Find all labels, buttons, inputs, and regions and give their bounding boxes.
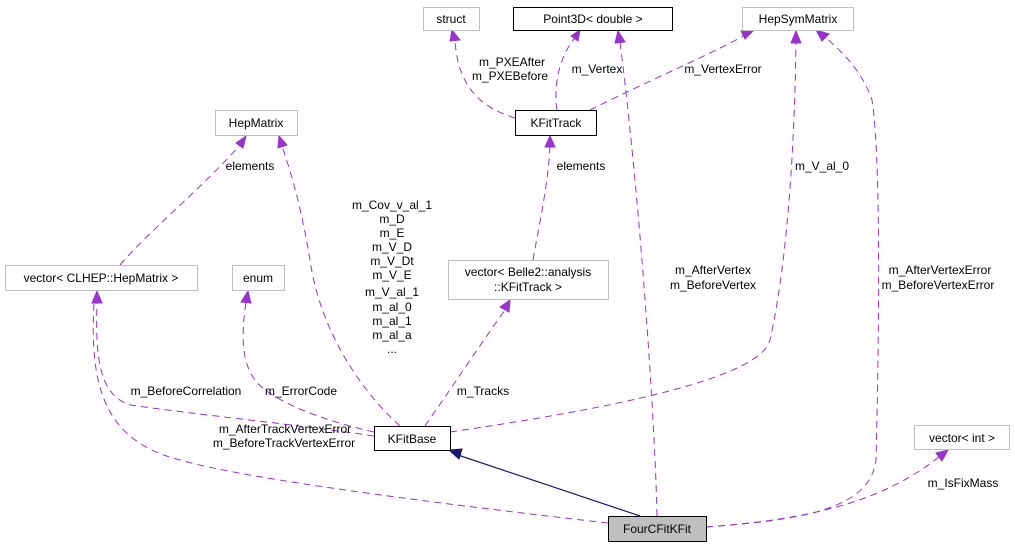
svg-text:m_al_1: m_al_1 bbox=[372, 314, 412, 328]
edge-tracks bbox=[424, 309, 506, 427]
arrowhead bbox=[499, 298, 511, 313]
edge-after-vertex bbox=[619, 41, 658, 517]
arrowhead bbox=[740, 29, 756, 40]
edge-vertex-error bbox=[589, 34, 746, 111]
arrowhead bbox=[790, 29, 802, 44]
svg-text:KFitBase: KFitBase bbox=[388, 432, 437, 446]
svg-text:m_D: m_D bbox=[379, 212, 405, 226]
label-after-track-vertex-error: m_AfterTrackVertexError bbox=[219, 422, 351, 436]
arrowhead bbox=[570, 28, 581, 42]
svg-text:HepSymMatrix: HepSymMatrix bbox=[759, 12, 838, 26]
node-vector-kfittrack[interactable]: vector< Belle2::analysis::KFitTrack > bbox=[448, 260, 609, 300]
node-point3d[interactable]: Point3D< double > bbox=[513, 7, 673, 31]
label-before-vertex: m_BeforeVertex bbox=[670, 278, 756, 292]
edges bbox=[91, 28, 949, 528]
node-kfittrack[interactable]: KFitTrack bbox=[515, 110, 597, 136]
arrowhead bbox=[614, 29, 626, 44]
edge-is-fix-mass bbox=[705, 455, 941, 528]
svg-text:::KFitTrack >: ::KFitTrack > bbox=[494, 280, 562, 294]
label-pxe-after: m_PXEAfter bbox=[479, 55, 545, 69]
label-before-vertex-error: m_BeforeVertexError bbox=[882, 278, 995, 292]
svg-text:HepMatrix: HepMatrix bbox=[229, 116, 284, 130]
arrowhead bbox=[235, 134, 247, 149]
edge-labels: m_PXEAfter m_PXEBefore m_Vertex m_Vertex… bbox=[131, 55, 999, 490]
label-hm-elements: elements bbox=[226, 159, 275, 173]
edge-before-corr bbox=[96, 301, 375, 437]
svg-text:vector< CLHEP::HepMatrix >: vector< CLHEP::HepMatrix > bbox=[24, 271, 179, 285]
arrowhead bbox=[814, 29, 830, 42]
svg-text:vector< Belle2::analysis: vector< Belle2::analysis bbox=[465, 265, 591, 279]
label-is-fix-mass: m_IsFixMass bbox=[928, 476, 999, 490]
svg-text:m_E: m_E bbox=[380, 226, 405, 240]
label-kt-elements: elements bbox=[557, 159, 606, 173]
svg-text:Point3D< double >: Point3D< double > bbox=[543, 12, 642, 26]
arrowhead bbox=[240, 289, 252, 304]
label-after-vertex-error: m_AfterVertexError bbox=[889, 263, 992, 277]
edge-error-code bbox=[242, 301, 375, 433]
node-hepmatrix[interactable]: HepMatrix bbox=[215, 110, 298, 136]
label-error-code: m_ErrorCode bbox=[265, 384, 337, 398]
node-enum[interactable]: enum bbox=[232, 265, 285, 291]
svg-text:m_V_al_1: m_V_al_1 bbox=[365, 285, 419, 299]
svg-text:...: ... bbox=[387, 342, 397, 356]
inheritance-arrowhead bbox=[447, 448, 463, 460]
svg-text:FourCFitKFit: FourCFitKFit bbox=[623, 522, 692, 536]
edge-pxe bbox=[454, 39, 516, 119]
label-vertex: m_Vertex bbox=[572, 62, 623, 76]
node-hepsymmatrix[interactable]: HepSymMatrix bbox=[742, 7, 854, 31]
svg-text:m_V_Dt: m_V_Dt bbox=[370, 254, 414, 268]
svg-text:KFitTrack: KFitTrack bbox=[531, 116, 583, 130]
arrowhead bbox=[449, 28, 461, 42]
edge-vertex bbox=[555, 37, 576, 111]
arrowhead bbox=[277, 134, 288, 149]
arrowhead bbox=[935, 449, 949, 462]
edge-kt-elements bbox=[532, 145, 551, 261]
arrowhead bbox=[544, 134, 556, 148]
edge-after-vertex-error bbox=[705, 36, 880, 528]
node-vector-int[interactable]: vector< int > bbox=[914, 425, 1010, 450]
svg-text:m_al_a: m_al_a bbox=[372, 328, 412, 342]
edge-v-al-0 bbox=[449, 41, 797, 433]
node-vector-hepmatrix[interactable]: vector< CLHEP::HepMatrix > bbox=[5, 265, 198, 291]
label-cov-list: m_Cov_v_al_1 m_D m_E m_V_D m_V_Dt m_V_E … bbox=[352, 198, 432, 356]
node-fourcfitkfit[interactable]: FourCFitKFit bbox=[608, 516, 707, 542]
arrowhead bbox=[91, 289, 103, 304]
label-pxe-before: m_PXEBefore bbox=[472, 69, 548, 83]
node-struct[interactable]: struct bbox=[423, 7, 480, 31]
node-kfitbase[interactable]: KFitBase bbox=[374, 426, 451, 451]
label-v-al-0: m_V_al_0 bbox=[795, 159, 849, 173]
svg-text:vector< int >: vector< int > bbox=[929, 431, 995, 445]
svg-text:m_Cov_v_al_1: m_Cov_v_al_1 bbox=[352, 198, 432, 212]
edge-hm-elements bbox=[119, 144, 241, 266]
svg-text:m_V_D: m_V_D bbox=[372, 240, 412, 254]
svg-text:m_V_E: m_V_E bbox=[372, 268, 411, 282]
edge-track-vertex-error bbox=[92, 301, 609, 524]
label-before-correlation: m_BeforeCorrelation bbox=[131, 384, 242, 398]
edge-cov bbox=[281, 145, 401, 427]
label-before-track-vertex-error: m_BeforeTrackVertexError bbox=[213, 436, 355, 450]
label-after-vertex: m_AfterVertex bbox=[675, 263, 751, 277]
svg-text:struct: struct bbox=[436, 12, 466, 26]
label-vertex-error: m_VertexError bbox=[684, 62, 761, 76]
label-tracks: m_Tracks bbox=[457, 384, 509, 398]
svg-text:enum: enum bbox=[243, 271, 273, 285]
edge-inheritance bbox=[454, 453, 641, 517]
svg-text:m_al_0: m_al_0 bbox=[372, 300, 412, 314]
